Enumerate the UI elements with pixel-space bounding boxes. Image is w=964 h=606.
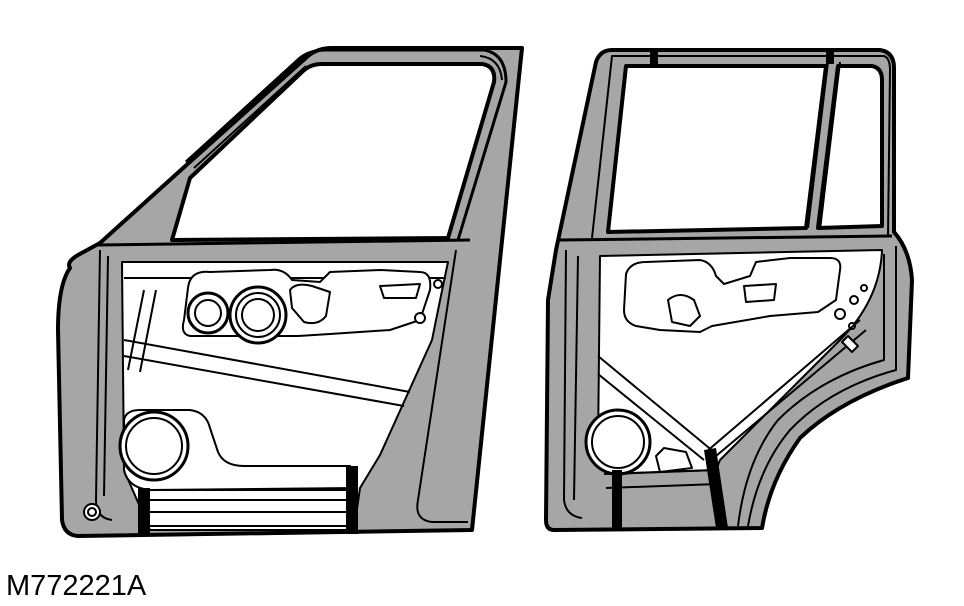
rear-door-hinge-pillar: [563, 249, 583, 519]
front-door-support-strut: [127, 289, 157, 373]
rear-door-wheel-arch-trim: [737, 246, 897, 527]
rear-door-diagonal-brace: [705, 319, 867, 457]
front-door-shut-face: [416, 249, 468, 523]
rear-door-hole-3: [860, 284, 868, 292]
rear-door-sealer-strip-1: [612, 470, 622, 528]
rear-door-hole-2: [849, 295, 859, 305]
front-door-speaker-mount: [228, 285, 288, 345]
front-door-intrusion-beam: [123, 339, 411, 407]
front-door-hole-2: [414, 312, 426, 324]
rear-door-frame-seal: [591, 55, 891, 239]
front-door-lock-pocket: [289, 283, 331, 325]
rear-door-frame-clip-2: [826, 50, 834, 64]
front-door-lower-speaker: [118, 410, 190, 482]
rear-door-regulator-motor: [655, 447, 693, 473]
front-door-frame-seal: [184, 48, 508, 241]
front-door-drain-hole: [83, 503, 101, 521]
rear-door-sealer-strip-2: [704, 448, 728, 528]
front-door-window-opening: [170, 62, 497, 242]
front-door-hole-1: [433, 279, 443, 289]
rear-door-hole-1: [834, 308, 846, 320]
rear-door-lower-speaker: [584, 408, 652, 476]
rear-door: [544, 48, 914, 532]
rear-door-division-bar: [807, 61, 841, 231]
front-door-sealer-strip-1: [138, 488, 150, 534]
front-door-sealer-strip-2: [346, 466, 358, 534]
front-door-belt-line: [97, 238, 471, 247]
rear-door-window-opening: [606, 64, 828, 234]
rear-door-belt-line: [559, 234, 893, 242]
reference-code: M772221A: [6, 570, 147, 602]
rear-door-intrusion-beam: [597, 355, 715, 461]
front-door: [56, 46, 524, 538]
rear-door-bottom-rail: [603, 469, 719, 489]
front-door-bottom-rail: [142, 489, 356, 527]
rear-door-frame-clip-1: [650, 50, 658, 64]
